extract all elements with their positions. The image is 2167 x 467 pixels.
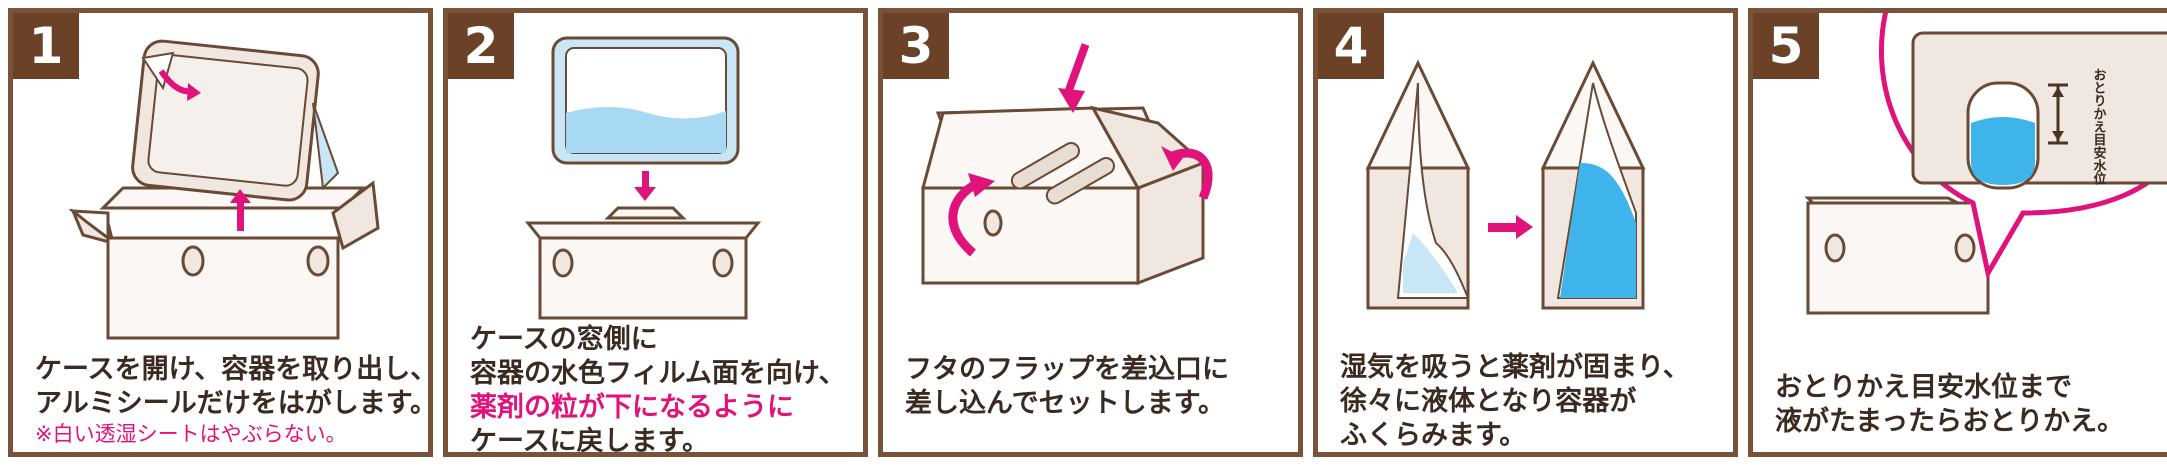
step-1-caption: ケースを開け、容器を取り出し、 アルミシールだけをはがします。 ※白い透湿シート… bbox=[35, 353, 433, 447]
gauge-label: おとりかえ目安水位 bbox=[2091, 68, 2107, 186]
caption-highlight: 薬剤の粒が下になるように bbox=[470, 392, 794, 423]
caption-line: 容器の水色フィルム面を向け、 bbox=[470, 358, 846, 389]
step-2-caption: ケースの窓側に 容器の水色フィルム面を向け、 薬剤の粒が下になるように ケースに… bbox=[470, 323, 860, 457]
caption-line: ケースの窓側に bbox=[470, 324, 658, 355]
caption-line: おとりかえ目安水位まで bbox=[1775, 372, 2072, 403]
step-number-2: 2 bbox=[448, 13, 514, 79]
step-panel-1: 1 ケースを開け、容器を取り出し、 アルミシールだけをはがします。 ※白い透湿シ… bbox=[8, 8, 433, 457]
step-1-illustration bbox=[68, 39, 380, 340]
step-5-illustration: おとりかえ目安水位 bbox=[1804, 13, 2167, 315]
step-2-illustration bbox=[524, 36, 762, 320]
caption-note: ※白い透湿シートはやぶらない。 bbox=[35, 422, 347, 446]
step-panel-2: 2 ケースの窓側に 容器の水色フィルム面を向け、 薬剤の粒が下になるように ケー… bbox=[443, 8, 868, 457]
step-number-4: 4 bbox=[1318, 13, 1384, 79]
caption-line: 液がたまったらおとりかえ。 bbox=[1775, 406, 2125, 437]
step-3-illustration bbox=[921, 43, 1213, 286]
step-4-caption: 湿気を吸うと薬剤が固まり、 徐々に液体となり容器が ふくらみます。 bbox=[1340, 351, 1730, 452]
step-4-illustration bbox=[1365, 59, 1646, 310]
step-number-1: 1 bbox=[13, 13, 79, 79]
caption-line: フタのフラップを差込口に bbox=[905, 354, 1229, 385]
caption-line: 差し込んでセットします。 bbox=[905, 388, 1225, 419]
step-panel-3: 3 フタのフラップを差込口に 差し込んでセットします。 bbox=[878, 8, 1303, 457]
step-number-5: 5 bbox=[1753, 13, 1819, 79]
caption-line: ふくらみます。 bbox=[1340, 420, 1527, 451]
step-panel-5: おとりかえ目安水位 5 おとりかえ目安水位まで 液がたまったらおとりかえ。 bbox=[1748, 8, 2167, 457]
caption-line: 徐々に液体となり容器が bbox=[1340, 386, 1637, 417]
step-5-caption: おとりかえ目安水位まで 液がたまったらおとりかえ。 bbox=[1775, 371, 2165, 439]
caption-line: ケースを開け、容器を取り出し、 bbox=[35, 354, 433, 385]
caption-line: アルミシールだけをはがします。 bbox=[35, 388, 433, 419]
step-number-3: 3 bbox=[883, 13, 949, 79]
caption-line: ケースに戻します。 bbox=[470, 426, 709, 457]
step-panel-4: 4 湿気を吸うと薬剤が固まり、 徐々に液体となり容器が ふくらみます。 bbox=[1313, 8, 1738, 457]
caption-line: 湿気を吸うと薬剤が固まり、 bbox=[1340, 352, 1690, 383]
step-3-caption: フタのフラップを差込口に 差し込んでセットします。 bbox=[905, 353, 1295, 421]
